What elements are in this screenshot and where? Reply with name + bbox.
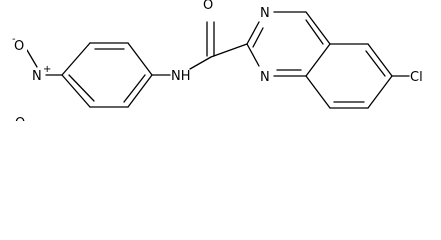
charge-plus: + [43, 64, 51, 75]
atom-o-minus: O [14, 39, 24, 54]
atom-n-nitro: N [32, 69, 42, 84]
bond-c4-c5 [127, 74, 153, 108]
bond-c2-n3-inner [252, 27, 264, 48]
bond-carbonyl-c2 [210, 43, 248, 58]
atom-labels: O - N + O NH O N N Cl [12, 0, 427, 121]
bond-c6-c1-inner [68, 74, 95, 102]
bonds [26, 11, 410, 109]
bond-c5-c6 [367, 43, 393, 77]
bond-c4a-c8a [305, 43, 331, 77]
bond-n1-c2 [246, 43, 260, 67]
bond-c8-c8a [305, 75, 331, 109]
bond-c5-c6-inner [365, 50, 386, 77]
bond-c6-c1 [61, 74, 91, 108]
bond-nitro-n-o-minus [26, 49, 38, 68]
bond-c4-c4a-inner [305, 19, 324, 45]
bond-c3-c4 [127, 42, 153, 76]
atom-o-carbonyl: O [203, 0, 213, 13]
atom-cl: Cl [410, 70, 423, 85]
bond-c4-c4a [305, 11, 331, 45]
bond-c6-c7 [367, 75, 393, 109]
atom-n1: N [260, 70, 270, 85]
atom-o-nitro: O [15, 116, 25, 121]
atom-nh: NH [171, 69, 191, 84]
charge-minus: - [12, 34, 16, 45]
atom-n3: N [260, 6, 270, 21]
molecular-structure-diagram: O - N + O NH O N N Cl [12, 0, 427, 121]
bond-c4-c5-inner [123, 74, 146, 103]
bond-c1-c2 [61, 42, 91, 76]
bond-nh-carbonyl-c [189, 56, 212, 70]
bond-c2-n3 [246, 21, 260, 45]
